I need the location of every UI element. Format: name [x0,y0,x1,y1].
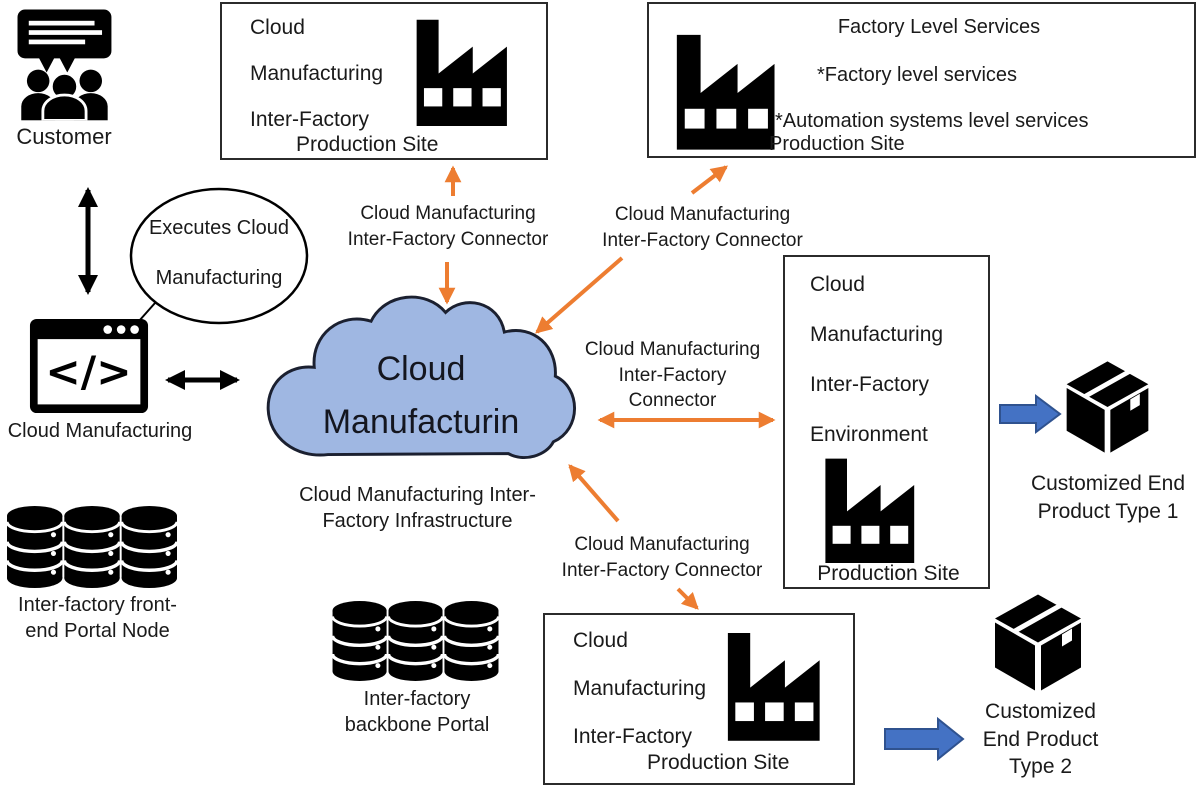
factory-services-item2: *Automation systems level services [775,110,1089,132]
product1-label: Customized End Product Type 1 [1028,470,1188,525]
connector-line: Cloud Manufacturing [614,204,791,225]
right-site-line3: Inter-Factory [810,373,930,396]
connector-line: Inter-Factory Connector [561,559,763,581]
factory-services-item1: *Factory level services [817,64,1018,86]
connector-label-top-site: Cloud Manufacturing Inter-Factory Connec… [333,201,563,252]
code-window-icon: </> [28,318,150,414]
cloud-title-line2: Manufacturin [322,402,520,441]
connector-line: Cloud Manufacturing [584,339,761,360]
connector-arrow-to-cloud-right [535,256,624,334]
product2-box-icon [988,590,1088,695]
factory-icon [713,622,837,742]
front-end-portal-icon [5,505,180,589]
connector-arrow-to-cloud-bottom [568,464,620,523]
top-site-line1: Cloud [250,16,305,39]
backbone-portal-label: Inter-factory backbone Portal [328,686,506,739]
product2-label-line3: Type 2 [1008,755,1073,779]
executes-bubble-line2: Manufacturing [155,267,283,289]
top-site-line3: Inter-Factory [250,108,370,131]
bottom-site-line1: Cloud [573,629,628,652]
right-site-line1: Cloud [810,273,865,296]
connector-arrow-to-factory-services [690,165,729,195]
right-site-line2: Manufacturing [810,323,944,346]
app-label: Cloud Manufacturing [7,420,193,442]
connector-line: Cloud Manufacturing [574,534,750,555]
cloud-title: Cloud Manufacturin [278,343,564,448]
factory-icon [661,24,793,150]
connector-line: Connector [628,390,717,412]
bottom-site-line2: Manufacturing [573,677,707,700]
factory-icon [807,449,935,563]
bottom-site-footer: Production Site [647,751,790,774]
cloud-shape [266,295,576,459]
connector-line: Cloud Manufacturing [360,203,536,224]
right-site-footer: Production Site [817,562,960,585]
right-production-site-box: Cloud Manufacturing Inter-Factory Enviro… [783,255,990,589]
product1-label-line2: Product Type 1 [1037,499,1179,523]
product2-label-line1: Customized [985,700,1096,723]
backbone-portal-icon [330,600,502,682]
top-site-footer: Production Site [296,133,439,156]
connector-line: Inter-Factory Connector [347,228,549,250]
backbone-portal-line2: backbone Portal [344,714,490,737]
executes-bubble-ellipse [129,187,309,325]
connector-line: Inter-Factory [618,364,727,386]
customer-icon [10,5,118,123]
front-end-portal-label: Inter-factory front- end Portal Node [0,592,195,645]
product2-label: Customized End Product Type 2 [963,698,1118,781]
connector-label-right-site: Cloud Manufacturing Inter-Factory Connec… [570,337,775,414]
bubble-tail-line [138,302,156,322]
top-production-site-box: Cloud Manufacturing Inter-Factory Produc… [220,2,548,160]
factory-services-box: Factory Level Services *Factory level se… [647,2,1196,158]
product1-box-icon [1060,352,1155,462]
executes-bubble-line1: Executes Cloud [148,217,290,239]
front-end-portal-line2: end Portal Node [25,620,170,643]
connector-arrow-to-bottom-site [676,587,699,610]
cloud-caption-line1: Cloud Manufacturing Inter- [299,484,536,506]
front-end-portal-line1: Inter-factory front- [18,594,177,616]
product2-arrow [884,716,965,762]
factory-services-title: Factory Level Services [837,16,1041,38]
code-glyph: </> [45,347,131,396]
bottom-production-site-box: Cloud Manufacturing Inter-Factory Produc… [543,613,855,785]
product1-label-line1: Customized End [1030,472,1186,495]
factory-services-footer: Production Site [769,133,905,155]
connector-line: Inter-Factory Connector [602,229,803,251]
cloud-caption-line2: Factory Infrastructure [322,510,513,532]
customer-label: Customer [16,124,112,149]
product2-label-line2: End Product [982,727,1099,751]
top-site-line2: Manufacturing [250,62,384,85]
cloud-caption: Cloud Manufacturing Inter- Factory Infra… [280,482,555,534]
connector-label-factory-services: Cloud Manufacturing Inter-Factory Connec… [590,202,815,253]
cloud-title-line1: Cloud [376,350,466,388]
backbone-portal-line1: Inter-factory [363,688,471,710]
bottom-site-line3: Inter-Factory [573,725,693,748]
connector-label-bottom-site: Cloud Manufacturing Inter-Factory Connec… [548,532,776,583]
right-site-line4: Environment [810,423,928,446]
factory-icon [402,9,524,127]
product1-arrow [999,394,1062,434]
